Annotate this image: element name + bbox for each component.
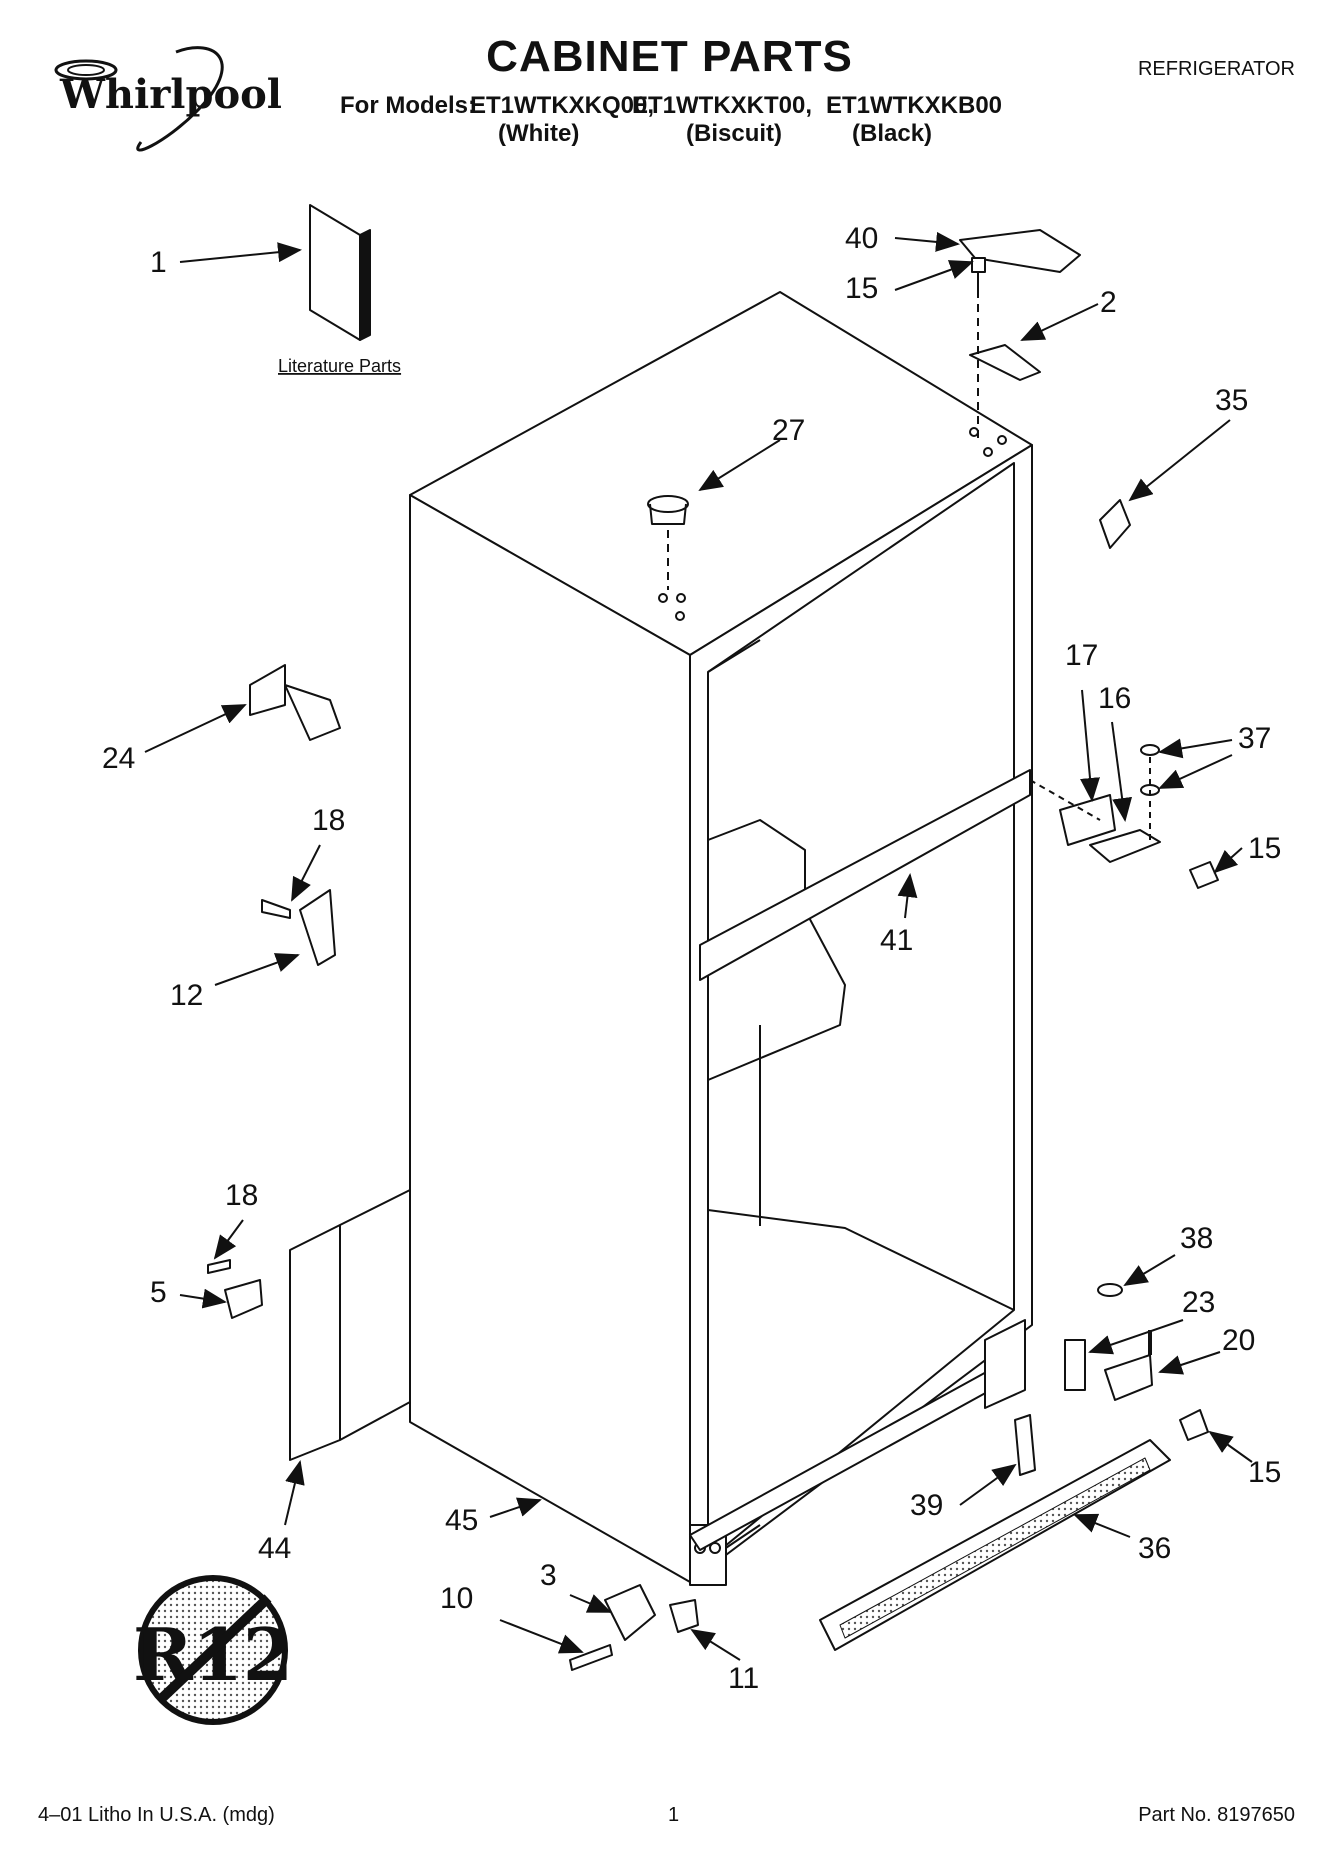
part-number: Part No. 8197650: [1138, 1804, 1295, 1826]
callout-label: 15: [845, 272, 878, 305]
callout-label: 40: [845, 222, 878, 255]
model-color: (White): [498, 120, 580, 147]
callout-label: 18: [312, 804, 345, 837]
callout-label: 35: [1215, 384, 1248, 417]
model-color: (Biscuit): [686, 120, 782, 147]
model-color: (Black): [852, 120, 933, 147]
model-number: ET1WTKXKB00: [826, 92, 1003, 119]
callout-label: 10: [440, 1582, 473, 1615]
hinge-cover: [959, 229, 1081, 273]
callout-label: 11: [728, 1662, 759, 1695]
side-panel: [289, 1224, 341, 1461]
callout-label: 23: [1182, 1286, 1215, 1319]
callout-label: 24: [102, 742, 135, 775]
callout-label: 41: [880, 924, 913, 957]
callout-label: 36: [1138, 1532, 1171, 1565]
callout-label: 2: [1100, 286, 1117, 319]
divider-bar: [699, 769, 1031, 981]
callout-label: 44: [258, 1532, 291, 1565]
callout-label: 38: [1180, 1222, 1213, 1255]
page-number: 1: [668, 1804, 680, 1826]
callout-label: 1: [150, 246, 167, 279]
callout-label: 37: [1238, 722, 1271, 755]
page-title: CABINET PARTS: [486, 32, 853, 81]
callout-label: 39: [910, 1489, 943, 1522]
callout-label: 15: [1248, 1456, 1281, 1489]
literature-parts-label: Literature Parts: [278, 356, 401, 376]
callout-label: 5: [150, 1276, 167, 1309]
brand-wordmark: Whirlpool: [59, 71, 282, 118]
literature-parts: [309, 204, 371, 341]
callout-label: 3: [540, 1559, 557, 1592]
model-number: ET1WTKXKT00,: [632, 92, 813, 119]
appliance-type: REFRIGERATOR: [1137, 58, 1295, 80]
callout-label: 45: [445, 1504, 478, 1537]
print-info: 4–01 Litho In U.S.A. (mdg): [38, 1804, 275, 1826]
models-label: For Models:: [340, 92, 476, 119]
callout-label: 20: [1222, 1324, 1255, 1357]
callout-label: 18: [225, 1179, 258, 1212]
callout-label: 27: [772, 414, 805, 447]
callout-label: 12: [170, 979, 203, 1012]
whirlpool-logo: Whirlpool: [54, 46, 282, 152]
callout-label: 15: [1248, 832, 1281, 865]
callout-label: 17: [1065, 639, 1098, 672]
model-number: ET1WTKXKQ00,: [470, 92, 655, 119]
callout-label: 16: [1098, 682, 1131, 715]
no-r12-badge: R12: [133, 1575, 293, 1725]
